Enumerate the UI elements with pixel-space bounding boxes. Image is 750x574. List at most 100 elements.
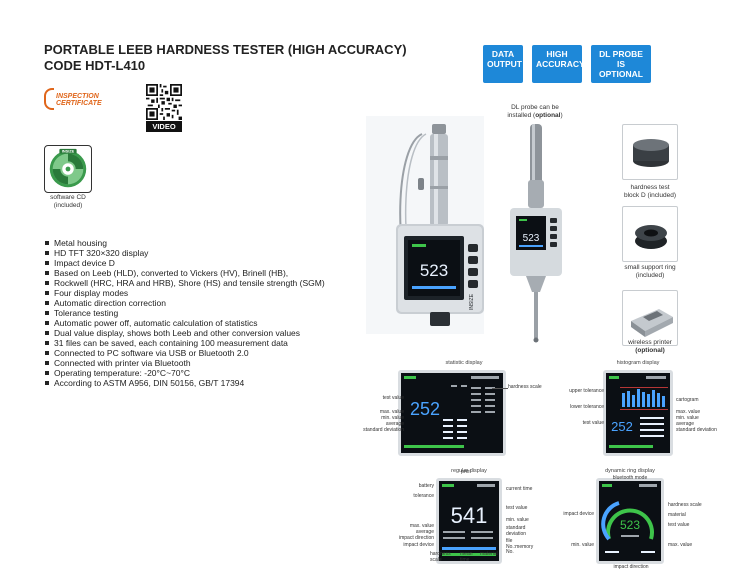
dl-probe-label: DL probe can be installed (optional) [492, 104, 578, 120]
hardness-test-block-image [622, 124, 678, 180]
badge-line: OUTPUT [487, 59, 522, 69]
annotation-hardness-scale: hardness scale [430, 551, 451, 563]
dynamic-ring-display-panel: dynamic ring display 523 [596, 468, 664, 564]
dl-probe-prefix: installed ( [507, 112, 536, 119]
panel-title: regular display [451, 468, 487, 474]
annotation-bluetooth-mode: bluetooth mode [612, 475, 648, 481]
annotation-average: average [415, 529, 434, 535]
dynamic-ring-screen-graphic: 523 [601, 484, 657, 553]
feature-item: Automatic power off, automatic calculati… [44, 318, 374, 328]
annotation-impact-direction: impact direction [613, 564, 649, 570]
test-block-icon [633, 139, 669, 167]
badge-line: ACCURACY [536, 59, 585, 69]
device-reading: 523 [420, 261, 448, 280]
panel-title: statistic display [445, 360, 483, 366]
annotation-min-value: min. value [381, 415, 404, 421]
badge-line: DATA [491, 49, 515, 59]
dl-probe-label-line2: installed (optional) [492, 112, 578, 120]
certificate-frame [44, 88, 54, 110]
feature-item: 31 files can be saved, each containing 1… [44, 338, 374, 348]
annotation-impact-direction: impact direction [398, 535, 434, 541]
title-line-1: PORTABLE LEEB HARDNESS TESTER (HIGH ACCU… [44, 42, 407, 57]
support-ring-label: small support ring (included) [610, 264, 690, 279]
feature-item: Connected with printer via Bluetooth [44, 358, 374, 368]
regular-value: 541 [451, 503, 488, 528]
accessory-optional: (optional) [635, 346, 665, 354]
annotation-text: lower tolerance [570, 404, 604, 410]
annotation-max-value: max. value [409, 523, 434, 529]
title-line-2: CODE HDT-L410 [44, 58, 146, 73]
histogram-screen-graphic: 252 [609, 376, 668, 448]
accessory-line: small support ring [624, 264, 676, 271]
badge-line: HIGH [546, 49, 568, 59]
annotation-file-memory-no: file No.:memory No. [506, 538, 534, 555]
dl-probe-reading: 523 [523, 233, 540, 244]
wireless-printer-image [622, 290, 678, 346]
feature-item-continuation: Rockwell (HRC, HRA and HRB), Shore (HS) … [44, 278, 374, 288]
annotation-max-value: max. value [668, 542, 693, 548]
annotation-impact-device: impact device [403, 542, 434, 548]
feature-item: Metal housing [44, 238, 374, 248]
annotation-lower-tolerance: lower tolerance [566, 404, 604, 411]
annotation-tolerance: tolerance [413, 493, 434, 499]
feature-list: Metal housing HD TFT 320×320 display Imp… [44, 238, 374, 388]
annotation-average: average [385, 421, 404, 427]
dl-probe-optional: optional [535, 112, 561, 119]
dl-probe-label-line1: DL probe can be [511, 104, 559, 111]
feature-item: According to ASTM A956, DIN 50156, GB/T … [44, 378, 374, 388]
dynamic-ring-screen: 523 [596, 478, 664, 564]
regular-display-panel: regular display 541 [436, 468, 502, 564]
annotation-test-value: test value [668, 522, 690, 528]
leeb-hardness-tester-image: 523 INSIZE [396, 124, 484, 326]
software-cd-label: software CD (included) [38, 194, 98, 210]
accessory-line: (included) [635, 271, 665, 279]
cd-label-line: software CD [50, 194, 86, 201]
hardness-test-block-label: hardness test block D (included) [610, 184, 690, 199]
certificate-text-2: CERTIFICATE [56, 100, 102, 107]
annotation-battery: battery [418, 483, 434, 489]
feature-item: Based on Leeb (HLD), converted to Vicker… [44, 268, 374, 278]
wireless-printer-label: wireless printer (optional) [610, 339, 690, 354]
annotation-line [492, 388, 508, 389]
annotation-min-value: min. value [506, 517, 529, 523]
statistic-display-panel: statistic display 252 hardness sca [398, 360, 542, 456]
annotation-min-value: min. value [571, 542, 594, 548]
histogram-display-panel: histogram display 252 [603, 360, 673, 456]
annotation-test-value: test value [382, 395, 404, 401]
annotation-min-value: min. value [676, 415, 699, 421]
annotation-material: material [668, 512, 686, 518]
printer-icon [631, 309, 673, 337]
dynamic-value: 523 [620, 518, 640, 532]
video-label[interactable]: VIDEO [146, 121, 182, 132]
certificate-text-1: INSPECTION [56, 93, 99, 100]
histogram-value: 252 [611, 419, 633, 434]
statistic-value: 252 [410, 399, 440, 419]
panel-title: histogram display [616, 360, 660, 366]
accessory-line: hardness test [630, 184, 670, 191]
feature-item: Connected to PC software via USB or Blue… [44, 348, 374, 358]
feature-item: Impact device D [44, 258, 374, 268]
feature-badges: DATA OUTPUT HIGH ACCURACY DL PROBE IS OP… [483, 45, 651, 83]
annotation-hardness-scale: hardness scale [668, 502, 702, 508]
dl-probe-suffix: ) [560, 112, 563, 119]
statistic-screen: 252 [398, 370, 506, 456]
qr-code-icon[interactable] [146, 84, 182, 120]
annotation-max-value: max. value [379, 409, 404, 415]
dl-probe-image: 523 [510, 124, 562, 343]
annotation-upper-tolerance: upper tolerance [566, 388, 604, 395]
annotation-average: average [676, 421, 695, 427]
annotation-impact-device: impact device [563, 511, 594, 517]
annotation-test-value: test value [506, 505, 528, 511]
annotation-print: print [461, 469, 471, 475]
annotation-standard-deviation: standard deviation [506, 525, 527, 537]
feature-item: HD TFT 320×320 display [44, 248, 374, 258]
software-cd-icon: INSIZE [44, 145, 92, 193]
annotation-cartogram: cartogram [676, 397, 699, 403]
feature-item: Dual value display, shows both Leeb and … [44, 328, 374, 338]
histogram-screen: 252 [603, 370, 673, 456]
badge-data-output: DATA OUTPUT [483, 45, 523, 83]
annotation-mean-time: mean time [460, 551, 473, 563]
support-ring-icon [635, 225, 667, 249]
page-title: PORTABLE LEEB HARDNESS TESTER (HIGH ACCU… [44, 42, 407, 74]
annotation-standard-deviation: standard deviation [363, 427, 404, 433]
